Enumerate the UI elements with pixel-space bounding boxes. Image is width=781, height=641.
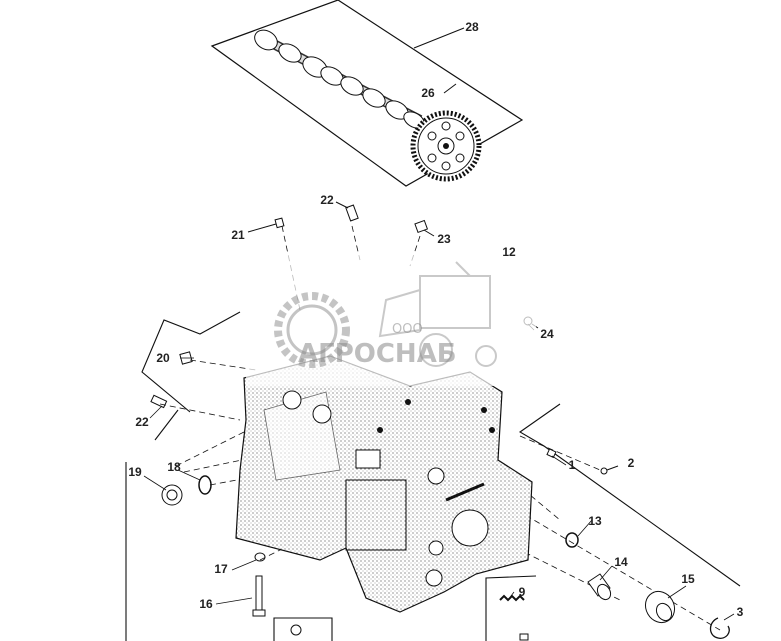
bushing-15[interactable] (640, 586, 680, 628)
watermark-company: ООО (392, 322, 423, 337)
callouts: 28 26 22 21 23 12 24 20 22 19 18 1 2 13 … (128, 20, 743, 619)
seal-13[interactable] (565, 532, 579, 548)
spring-9[interactable] (499, 594, 525, 602)
watermark: ООО АГРОСНАБ (246, 254, 536, 386)
bolt-2[interactable] (600, 465, 619, 475)
washer-17[interactable] (254, 552, 266, 562)
seal-19[interactable] (161, 484, 183, 506)
callout-28: 28 (465, 20, 479, 34)
combine-harvester-icon (378, 261, 497, 367)
screw-21[interactable] (247, 217, 285, 233)
callout-19: 19 (128, 465, 142, 479)
callout-3: 3 (737, 605, 744, 619)
watermark-brand: АГРОСНАБ (298, 339, 457, 369)
sleeve-23[interactable] (414, 219, 435, 237)
plug-bottom[interactable] (290, 624, 529, 641)
pin-22-top[interactable] (335, 201, 359, 222)
o-ring-18[interactable] (198, 475, 212, 495)
callout-2: 2 (628, 456, 635, 470)
callout-16: 16 (199, 597, 213, 611)
callout-26: 26 (421, 86, 435, 100)
callout-14: 14 (614, 555, 628, 569)
callout-13: 13 (588, 514, 602, 528)
callout-22-left: 22 (135, 415, 149, 429)
callout-24: 24 (540, 327, 554, 341)
gear-icon (274, 292, 350, 368)
bushing-14[interactable] (587, 573, 613, 602)
right-frame (273, 403, 741, 641)
callout-1: 1 (569, 458, 576, 472)
callout-23: 23 (437, 232, 451, 246)
callout-20: 20 (156, 351, 170, 365)
callout-18: 18 (167, 460, 181, 474)
cam-gear[interactable] (410, 110, 482, 182)
callout-9: 9 (519, 585, 526, 599)
pin-1[interactable] (546, 448, 557, 459)
leader-lines (143, 323, 735, 621)
camshaft[interactable] (251, 26, 427, 131)
clip-3[interactable] (709, 617, 730, 639)
callout-17: 17 (214, 562, 228, 576)
engine-block[interactable] (235, 355, 533, 613)
callout-22-top: 22 (320, 193, 334, 207)
callout-21: 21 (231, 228, 245, 242)
callout-12: 12 (502, 245, 516, 259)
bolt-16[interactable] (252, 575, 266, 617)
callout-15: 15 (681, 572, 695, 586)
camshaft-group (210, 0, 524, 187)
left-frame (125, 311, 241, 641)
pin-22-left[interactable] (150, 394, 168, 409)
